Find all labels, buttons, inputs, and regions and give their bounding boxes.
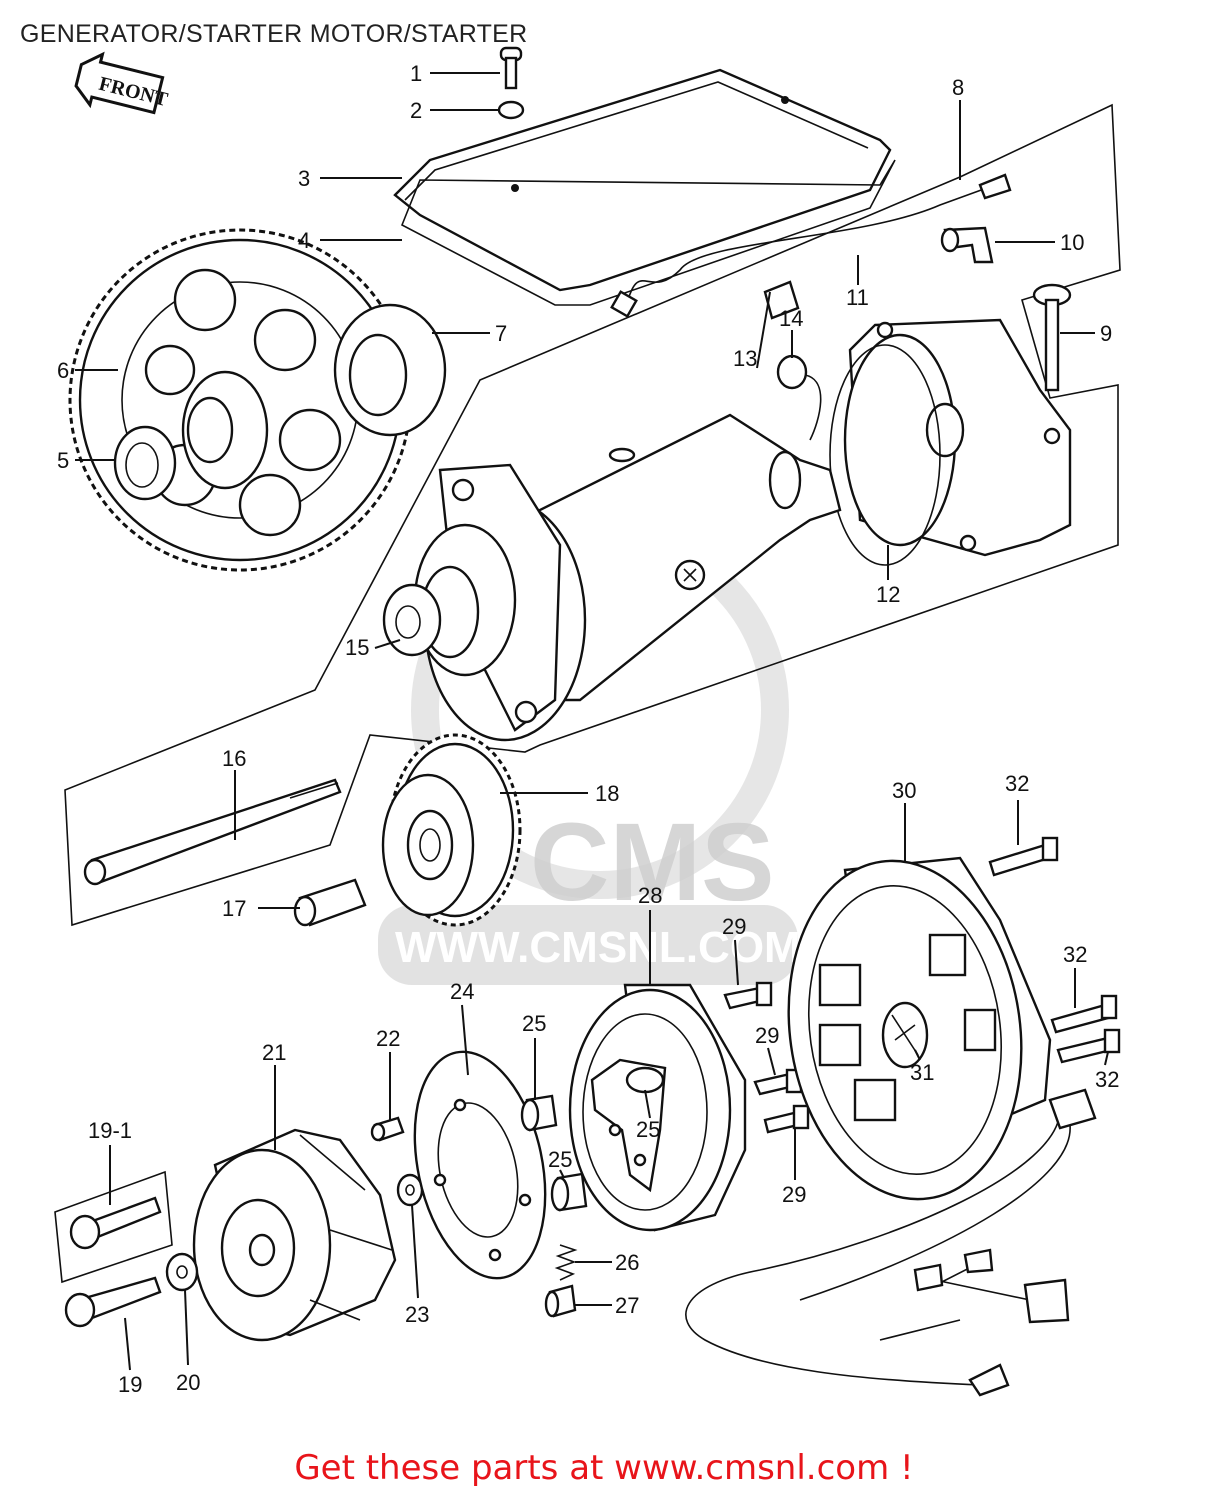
- starter-motor: [413, 413, 842, 742]
- callout-5: 5: [57, 448, 69, 473]
- callout-1: 1: [410, 61, 422, 86]
- bolt-1-icon: [499, 46, 523, 90]
- callout-4: 4: [298, 228, 310, 253]
- callout-25b: 25: [636, 1117, 660, 1142]
- bolt-32a: [988, 836, 1059, 877]
- page-title: GENERATOR/STARTER MOTOR/STARTER: [20, 20, 528, 48]
- brush-13: [763, 280, 800, 320]
- callout-7: 7: [495, 321, 507, 346]
- pin-17: [293, 878, 367, 927]
- callout-28: 28: [638, 883, 662, 908]
- callout-3: 3: [298, 166, 310, 191]
- key-22: [370, 1116, 405, 1142]
- plate-24: [413, 1050, 547, 1280]
- callout-15: 15: [345, 635, 369, 660]
- bolt-19-1-box: [54, 1170, 173, 1284]
- roller-25a: [520, 1094, 558, 1132]
- callout-22: 22: [376, 1026, 400, 1051]
- callout-32c: 32: [1095, 1067, 1119, 1092]
- callout-6: 6: [57, 358, 69, 383]
- callout-9: 9: [1100, 321, 1112, 346]
- callout-14: 14: [779, 306, 803, 331]
- callout-8: 8: [952, 75, 964, 100]
- callout-26: 26: [615, 1250, 639, 1275]
- callout-25c: 25: [548, 1147, 572, 1172]
- callout-29a: 29: [722, 914, 746, 939]
- callout-32b: 32: [1063, 942, 1087, 967]
- callout-25a: 25: [522, 1011, 546, 1036]
- cover-gasket: [400, 159, 896, 306]
- watermark: CMS WWW.CMSNL.COM: [378, 521, 801, 985]
- watermark-url: WWW.CMSNL.COM: [395, 923, 801, 972]
- bolt-29a: [723, 981, 773, 1010]
- callout-20: 20: [176, 1370, 200, 1395]
- callout-12: 12: [876, 582, 900, 607]
- lead-wire-11: [627, 184, 996, 301]
- callout-29c: 29: [782, 1182, 806, 1207]
- cap-10-icon: [940, 226, 994, 264]
- callout-24: 24: [450, 979, 474, 1004]
- starter-clutch-28: [568, 983, 747, 1232]
- washer-2-icon: [497, 100, 525, 120]
- footer-promo-link[interactable]: Get these parts at www.cmsnl.com !: [294, 1448, 914, 1488]
- idler-gear-18: [381, 733, 522, 927]
- bolt-29c: [763, 1104, 810, 1134]
- watermark-brand: CMS: [530, 801, 774, 924]
- callout-10: 10: [1060, 230, 1084, 255]
- starter-end-cover: [843, 318, 1072, 557]
- o-ring-12: [829, 344, 941, 566]
- shaft-16: [83, 778, 342, 886]
- bolt-32b: [1050, 994, 1118, 1034]
- bolt-9-icon: [1032, 283, 1072, 392]
- callout-27: 27: [615, 1293, 639, 1318]
- leader-lines: [75, 72, 1109, 1371]
- callout-2: 2: [410, 98, 422, 123]
- callout-16: 16: [222, 746, 246, 771]
- bolt-19: [64, 1276, 162, 1328]
- callout-17: 17: [222, 896, 246, 921]
- stator-30: [787, 856, 1052, 1201]
- bolt-32c: [1056, 1028, 1121, 1064]
- callout-labels: 1 2 3 4 5 6 7 8 9 10 11 12 13 14 15 16 1…: [57, 61, 1119, 1397]
- circlip-5: [113, 425, 177, 501]
- terminal-8-icon: [978, 173, 1012, 200]
- rotor-21: [192, 1128, 397, 1342]
- callout-18: 18: [595, 781, 619, 806]
- front-arrow-icon: FRONT: [74, 51, 171, 115]
- bearing-7: [333, 303, 447, 437]
- spring-14: [776, 354, 822, 441]
- pinion-15: [382, 583, 442, 657]
- callout-23: 23: [405, 1302, 429, 1327]
- callout-30: 30: [892, 778, 916, 803]
- callout-19: 19: [118, 1372, 142, 1397]
- stator-wiring-harness: [685, 1088, 1097, 1397]
- callout-29b: 29: [755, 1023, 779, 1048]
- starter-cover: [393, 68, 892, 292]
- cap-27: [544, 1284, 577, 1318]
- callout-32a: 32: [1005, 771, 1029, 796]
- assembly-outline: [64, 103, 1121, 927]
- callout-31: 31: [910, 1060, 934, 1085]
- callout-21: 21: [262, 1040, 286, 1065]
- washer-23-icon: [396, 1173, 424, 1207]
- washer-20-icon: [165, 1252, 199, 1292]
- spring-26: [554, 1244, 578, 1281]
- callout-19-1: 19-1: [88, 1118, 132, 1143]
- roller-25c: [550, 1172, 588, 1212]
- callout-11: 11: [846, 285, 869, 310]
- callout-13: 13: [733, 346, 757, 371]
- bolt-29b: [753, 1068, 803, 1096]
